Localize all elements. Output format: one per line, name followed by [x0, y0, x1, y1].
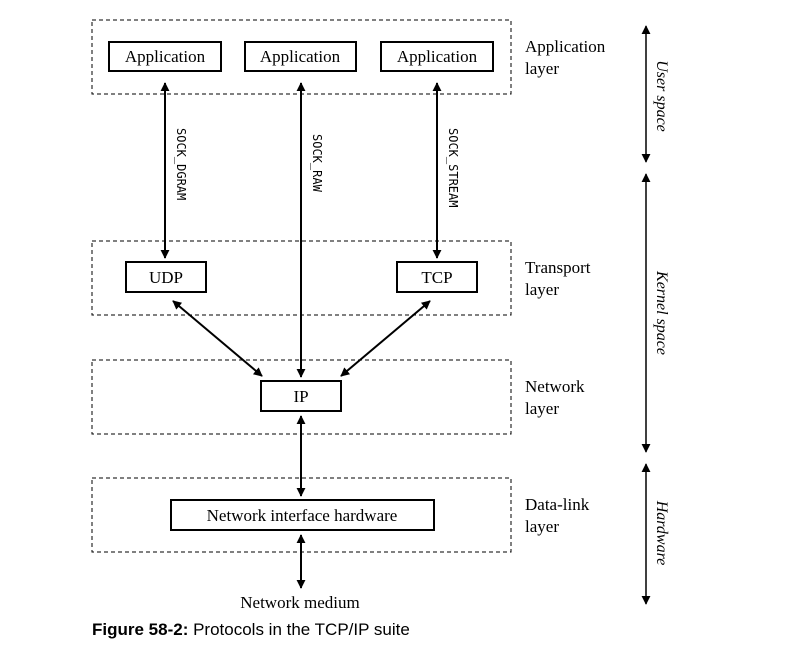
network-medium-label: Network medium: [240, 593, 359, 612]
transport-layer-label: Transport: [525, 258, 591, 277]
kernel-space-label: Kernel space: [653, 270, 670, 355]
application-label-2: Application: [260, 47, 341, 66]
udp-box: [125, 261, 207, 293]
figure-caption-text: Protocols in the TCP/IP suite: [188, 620, 410, 639]
udp-ip-arrow: [172, 300, 263, 377]
network-interface-label: Network interface hardware: [207, 506, 398, 525]
application-label-3: Application: [397, 47, 478, 66]
ip-label: IP: [293, 387, 308, 406]
datalink-layer-label-2: layer: [525, 517, 559, 536]
application-box-2: [244, 41, 357, 72]
user-space-label: User space: [653, 60, 670, 132]
udp-label: UDP: [149, 268, 183, 287]
application-box-1: [108, 41, 222, 72]
network-layer-label-2: layer: [525, 399, 559, 418]
sock-raw-label: SOCK_RAW: [310, 134, 324, 193]
network-interface-box: [170, 499, 435, 531]
tcp-box: [396, 261, 478, 293]
tcp-ip-arrow: [340, 300, 431, 377]
hardware-label: Hardware: [653, 500, 670, 566]
network-layer-label: Network: [525, 377, 585, 396]
sock-stream-label: SOCK_STREAM: [446, 128, 460, 207]
ip-box: [260, 380, 342, 412]
figure-caption-label: Figure 58-2:: [92, 620, 189, 639]
application-layer-label: Application: [525, 37, 606, 56]
datalink-layer-label: Data-link: [525, 495, 590, 514]
figure-caption: Figure 58-2: Protocols in the TCP/IP sui…: [92, 620, 410, 640]
application-box-3: [380, 41, 494, 72]
application-label-1: Application: [125, 47, 206, 66]
application-layer-label-2: layer: [525, 59, 559, 78]
sock-dgram-label: SOCK_DGRAM: [174, 128, 188, 200]
transport-layer-label-2: layer: [525, 280, 559, 299]
tcp-label: TCP: [421, 268, 452, 287]
